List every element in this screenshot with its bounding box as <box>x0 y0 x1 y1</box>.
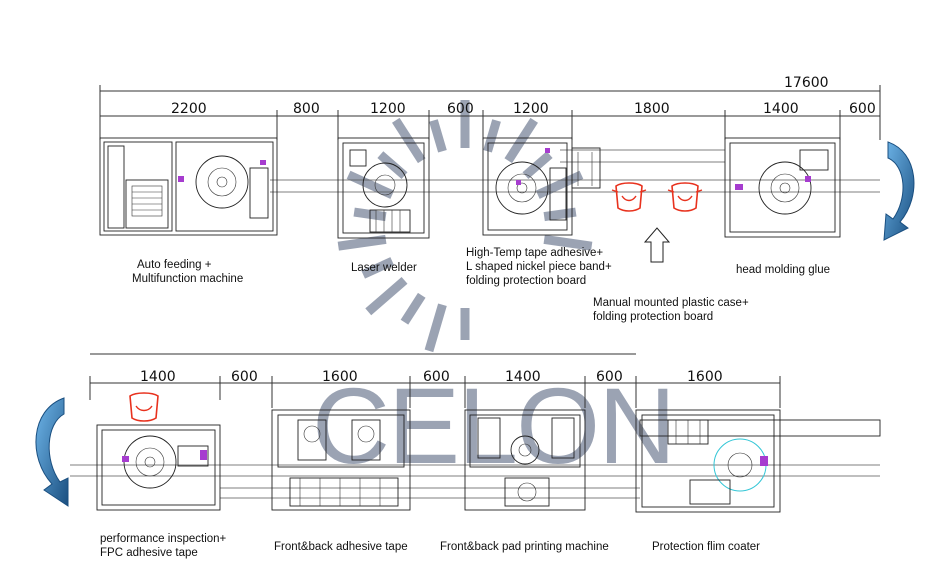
top-segment-6: 1800 <box>634 101 670 117</box>
label-protection-film: Protection flim coater <box>652 541 761 553</box>
plastic-case-icon <box>129 392 159 422</box>
bottom-dimension-lines <box>89 353 781 408</box>
watermark-ray <box>543 234 593 251</box>
watermark-text: CELON <box>312 365 674 486</box>
label-performance-inspection: performance inspection+ FPC adhesive tap… <box>100 533 227 559</box>
label-manual-mounted: Manual mounted plastic case+ folding pro… <box>593 297 749 323</box>
bottom-segment-3: 1600 <box>322 369 358 385</box>
machine-hightemp-tape <box>482 137 573 236</box>
bottom-segment-7: 1600 <box>687 369 723 385</box>
watermark-ray <box>400 292 426 325</box>
watermark-ray <box>377 151 408 180</box>
watermark-ray <box>522 151 553 180</box>
total-length-label: 17600 <box>784 75 829 91</box>
machine-laser-welder <box>337 137 430 239</box>
watermark-ray <box>483 119 501 153</box>
machine-manual-station <box>571 147 601 189</box>
watermark-ray <box>337 234 387 251</box>
plastic-case-icon <box>611 182 647 212</box>
label-laser-welder: Laser welder <box>351 262 417 274</box>
bottom-segment-4: 600 <box>423 369 450 385</box>
top-segment-7: 1400 <box>763 101 799 117</box>
machine-front-back-adhesive <box>271 409 411 511</box>
watermark-ray <box>424 303 447 353</box>
curved-flow-arrow-icon <box>883 141 915 241</box>
watermark-ray <box>504 117 538 164</box>
top-conveyor <box>270 149 880 193</box>
up-arrow-icon <box>643 227 671 263</box>
watermark-ray <box>361 257 395 279</box>
watermark-ray <box>543 207 577 222</box>
watermark-sunburst <box>337 100 593 353</box>
watermark-ray <box>392 117 426 164</box>
label-pad-printing: Front&back pad printing machine <box>440 541 609 553</box>
top-segment-3: 1200 <box>370 101 406 117</box>
top-segment-4: 600 <box>447 101 474 117</box>
label-auto-feeding: Auto feeding + Multifunction machine <box>132 259 244 285</box>
top-segment-5: 1200 <box>513 101 549 117</box>
bottom-segment-2: 600 <box>231 369 258 385</box>
bottom-segment-6: 600 <box>596 369 623 385</box>
bottom-segment-1: 1400 <box>140 369 176 385</box>
machine-performance-inspection <box>96 424 221 511</box>
curved-flow-arrow-icon <box>35 397 69 507</box>
bottom-segment-5: 1400 <box>505 369 541 385</box>
top-dimension-lines <box>99 85 881 140</box>
label-head-molding: head molding glue <box>736 264 830 276</box>
label-front-back-adhesive: Front&back adhesive tape <box>274 541 408 553</box>
top-segment-8: 600 <box>849 101 876 117</box>
plastic-case-icon <box>667 182 703 212</box>
machine-head-molding <box>724 137 841 238</box>
label-hightemp-tape: High-Temp tape adhesive+ L shaped nickel… <box>466 247 612 287</box>
top-segment-1: 2200 <box>171 101 207 117</box>
watermark-ray <box>535 170 584 199</box>
watermark-ray <box>429 119 447 153</box>
watermark-ray <box>460 100 470 148</box>
machine-protection-film <box>635 409 781 513</box>
top-segment-2: 800 <box>293 101 320 117</box>
machine-pad-printing <box>464 409 586 511</box>
machine-auto-feeding <box>99 137 278 236</box>
watermark-ray <box>365 276 408 316</box>
watermark-ray <box>460 308 470 340</box>
